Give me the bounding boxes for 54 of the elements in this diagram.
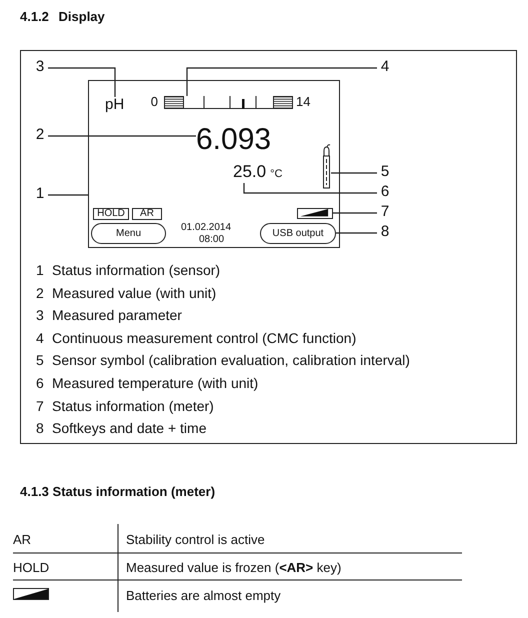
item-number: 5 — [36, 353, 44, 369]
legend-item-text: Status information (sensor) — [52, 263, 220, 278]
legend-item-text: Measured parameter — [52, 308, 182, 324]
table-cell-text: Stability control is active — [126, 533, 265, 548]
status-symbol-text: HOLD — [13, 561, 50, 576]
table-cell-text: Measured value is frozen (<AR> key) — [126, 561, 342, 576]
item-number: 1 — [36, 263, 44, 278]
display-screen — [88, 80, 340, 248]
legend-item-text: Softkeys and date + time — [52, 421, 206, 437]
callout-number: 6 — [379, 184, 391, 202]
leader-line — [333, 212, 377, 214]
section-heading: 4.1.3 Status information (meter) — [20, 485, 216, 500]
callout-number: 1 — [34, 186, 46, 204]
scale-number: 0 — [150, 95, 158, 110]
date-text: 01.02.2014 — [181, 222, 232, 233]
item-number: 8 — [36, 421, 44, 437]
table-cell-text: Batteries are almost empty — [126, 589, 281, 604]
section-heading: 4.1.2 Display — [20, 10, 105, 24]
leader-line — [336, 232, 377, 234]
item-number: 7 — [36, 398, 44, 414]
callout-number: 7 — [379, 204, 391, 222]
callout-number: 3 — [34, 59, 46, 77]
leader-line — [48, 135, 196, 137]
leader-line — [48, 194, 88, 196]
callout-number: 4 — [379, 59, 391, 77]
callout-number: 2 — [34, 127, 46, 145]
legend-item-text: Measured temperature (with unit) — [52, 376, 258, 392]
leader-line — [243, 183, 377, 194]
status-tag: HOLD — [93, 208, 129, 220]
scale-number: 14 — [296, 95, 310, 110]
parameter-text: pH — [105, 97, 129, 117]
item-number: 6 — [36, 376, 44, 392]
sensor-icon — [322, 144, 331, 189]
legend-item-text: Continuous measurement control (CMC function) — [52, 330, 356, 346]
status-symbol-text: AR — [13, 533, 32, 548]
softkey-button: Menu — [91, 223, 166, 244]
legend-item-text: Measured value (with unit) — [52, 286, 216, 301]
callout-number: 5 — [379, 164, 391, 182]
callout-number: 8 — [379, 224, 391, 242]
bar-graph — [164, 96, 293, 109]
measured-value: 6.093 — [196, 124, 286, 156]
leader-line — [48, 67, 116, 97]
item-number: 4 — [36, 330, 44, 346]
time-text: 08:00 — [199, 234, 224, 245]
legend-item-text: Sensor symbol (calibration evaluation, calibration interval) — [52, 353, 410, 369]
softkey-button: USB output — [260, 223, 336, 244]
item-number: 2 — [36, 286, 44, 301]
leader-line — [331, 172, 377, 174]
item-number: 3 — [36, 308, 44, 324]
legend-item-text: Status information (meter) — [52, 398, 214, 414]
battery-icon — [297, 208, 333, 219]
leader-line — [186, 67, 377, 96]
temperature-reading: 25.0 °C — [233, 163, 293, 183]
status-tag: AR — [132, 208, 162, 220]
